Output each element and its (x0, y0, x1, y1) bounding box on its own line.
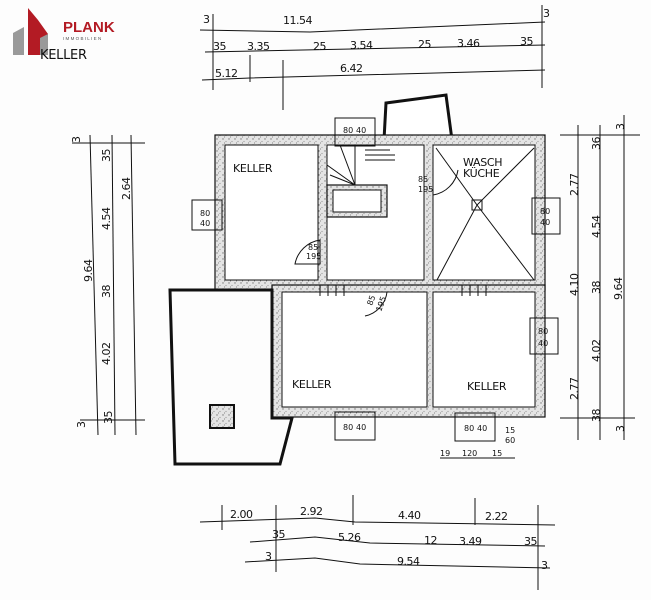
window-height: 40 (356, 126, 366, 135)
dim-label: 4.54 (100, 207, 113, 230)
window-width: 80 (343, 423, 353, 432)
plan-title: KELLER (40, 48, 87, 63)
top-dimensions: 3 11.54 3 35 3.35 25 3.54 25 3.46 35 5.1… (199, 5, 551, 110)
room-label-keller: KELLER (467, 380, 507, 393)
dim-label: 3.46 (457, 37, 480, 50)
plank-logo: PLANK IMMOBILIEN (13, 8, 115, 55)
dim-label: 4.10 (568, 273, 581, 296)
door-width: 85 (418, 175, 428, 184)
room-label-keller: KELLER (233, 162, 273, 175)
dim-label: 35 (213, 40, 226, 53)
dim-label: 38 (590, 281, 603, 294)
dim-label: 4.54 (590, 215, 603, 238)
dim-label: 2.92 (300, 505, 323, 518)
door-keller: 85 195 (294, 239, 321, 265)
dim-label: 3 (75, 421, 88, 428)
dim-label: 9.54 (397, 555, 420, 568)
dim-label: 25 (313, 40, 326, 53)
door-wasch: 85 195 (418, 169, 459, 196)
light-well (382, 93, 454, 142)
staircase (326, 144, 395, 186)
door-height: 195 (418, 185, 433, 194)
window-width: 80 (200, 209, 210, 218)
dim-label: 19 (440, 449, 450, 458)
dim-label: 35 (100, 149, 113, 162)
dim-label: 3 (543, 7, 550, 20)
dim-label: 25 (418, 38, 431, 51)
dim-label: 11.54 (283, 14, 312, 27)
window-height: 40 (477, 424, 487, 433)
dim-label: 35 (524, 535, 537, 548)
dim-label: 3 (541, 559, 548, 572)
dim-label: 3 (203, 13, 210, 26)
dim-label: 3.54 (350, 39, 373, 52)
dim-label: 2.77 (568, 377, 581, 400)
logo-subtitle: IMMOBILIEN (63, 36, 103, 41)
door-height: 195 (306, 252, 321, 261)
annex-outline (168, 288, 294, 466)
window-height: 40 (356, 423, 366, 432)
bottom-dimensions: 2.00 2.92 4.40 2.22 35 5.26 12 3.49 35 3… (199, 495, 556, 590)
dim-label: 15 (492, 449, 502, 458)
window-height: 40 (200, 219, 210, 228)
dim-label: 9.64 (612, 277, 625, 300)
dim-label: 5.26 (338, 531, 361, 544)
door-width: 85 (308, 243, 318, 252)
window-height: 60 (505, 436, 515, 445)
radiators (318, 285, 497, 296)
window-height: 40 (540, 218, 550, 227)
window-width: 80 (343, 126, 353, 135)
dim-label: 5.12 (215, 67, 238, 80)
room-label-kueche: KÜCHE (463, 167, 500, 180)
dim-label: 2.77 (568, 173, 581, 196)
window-width: 80 (540, 207, 550, 216)
floor-drain (471, 199, 483, 211)
dim-label: 38 (100, 285, 113, 298)
dim-label: 2.22 (485, 510, 508, 523)
dim-label: 9.64 (82, 259, 95, 282)
dim-label: 35 (520, 35, 533, 48)
dim-label: 3 (265, 550, 272, 563)
dim-label: 3 (614, 425, 627, 432)
bottom-detail-dims: 19 120 15 (440, 449, 515, 459)
dim-label: 3 (70, 136, 83, 143)
room-label-wasch: WASCH (463, 156, 502, 169)
walls (214, 134, 546, 418)
chimney (209, 404, 235, 429)
dim-label: 4.02 (100, 343, 113, 366)
dim-label: 3.49 (459, 535, 482, 548)
dim-label: 2.00 (230, 508, 253, 521)
floor-drain-lines (435, 147, 535, 281)
logo-name: PLANK (63, 19, 115, 36)
right-dimensions: 2.77 4.10 2.77 36 4.54 38 4.02 38 9.64 3… (560, 115, 640, 440)
dim-label: 6.42 (340, 62, 363, 75)
window-width: 80 (538, 327, 548, 336)
dim-label: 4.02 (590, 340, 603, 363)
room-label-keller: KELLER (292, 378, 332, 391)
window-width: 80 (464, 424, 474, 433)
dim-label: 35 (272, 528, 285, 541)
dim-label: 38 (590, 409, 603, 422)
dim-label: 120 (462, 449, 477, 458)
dim-label: 12 (424, 534, 437, 547)
dim-label: 2.64 (120, 177, 133, 200)
dim-label: 35 (102, 411, 115, 424)
door-width: 85 (365, 294, 377, 307)
dim-label: 36 (590, 137, 603, 150)
window-width: 15 (505, 426, 515, 435)
dim-label: 3.35 (247, 40, 270, 53)
dim-label: 3 (614, 123, 627, 130)
window-height: 40 (538, 339, 548, 348)
dim-label: 4.40 (398, 509, 421, 522)
left-dimensions: 3 3 9.64 35 4.54 38 4.02 35 2.64 (70, 134, 145, 436)
